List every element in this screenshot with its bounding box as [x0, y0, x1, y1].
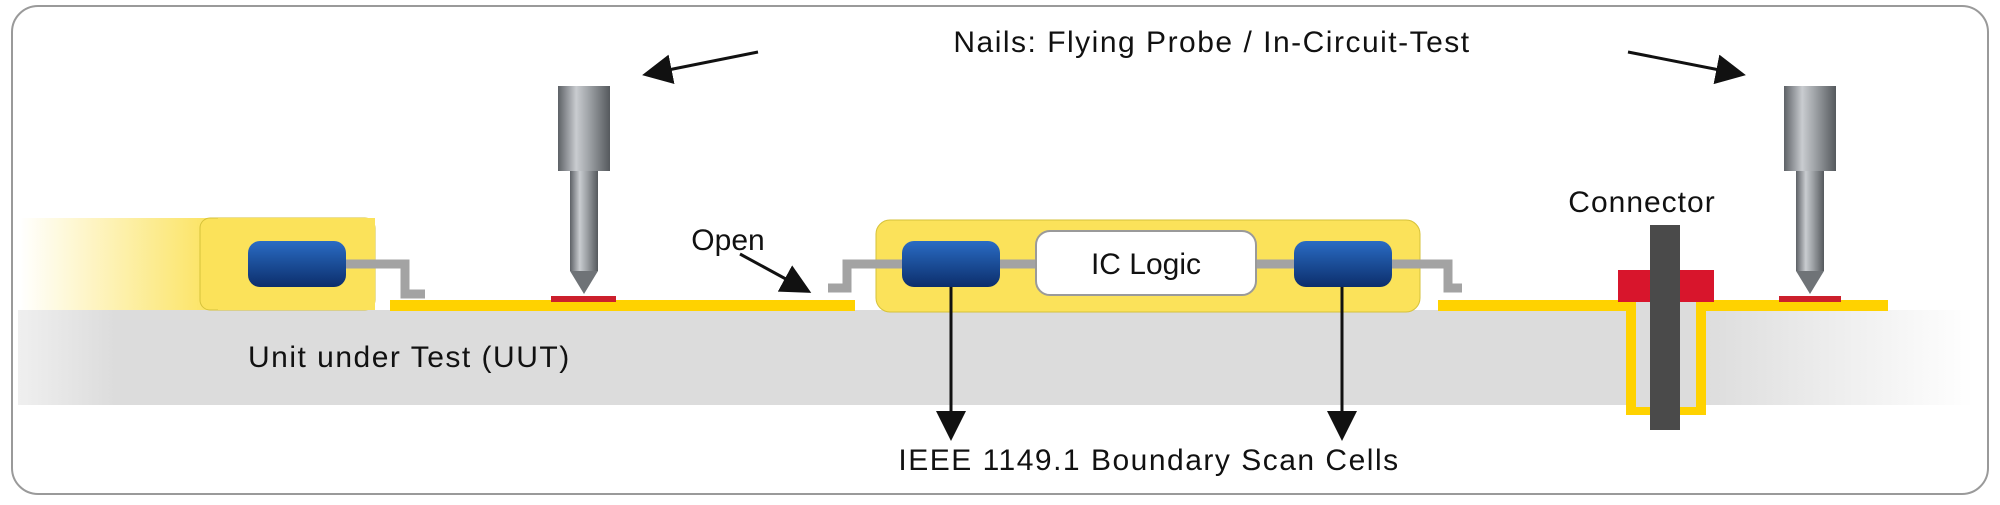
- uut-label: Unit under Test (UUT): [248, 341, 571, 374]
- ic-logic-box: [1035, 230, 1257, 296]
- left-trace: [390, 300, 855, 311]
- left-probe: [558, 86, 610, 294]
- left-boundary-cell: [248, 241, 346, 287]
- nails-label: Nails: Flying Probe / In-Circuit-Test: [953, 26, 1470, 59]
- nails-arrow-right: [1627, 50, 1746, 85]
- nails-arrow-left: [642, 50, 759, 85]
- connector-label: Connector: [1568, 186, 1715, 219]
- right-probe: [1784, 86, 1836, 294]
- open-label: Open: [691, 224, 764, 257]
- ic-boundary-cell-right: [1294, 241, 1392, 287]
- ic-logic-label: IC Logic: [1091, 248, 1201, 281]
- boundary-scan-label: IEEE 1149.1 Boundary Scan Cells: [898, 444, 1399, 477]
- ic-right-pin: [1390, 259, 1462, 293]
- right-probe-pad: [1779, 296, 1841, 302]
- left-probe-pad: [551, 296, 616, 302]
- left-component-pin: [340, 259, 425, 299]
- ic-boundary-cell-left: [902, 241, 1000, 287]
- connector: [1618, 225, 1714, 430]
- open-arrow: [739, 252, 812, 293]
- ic-left-pin: [828, 259, 905, 293]
